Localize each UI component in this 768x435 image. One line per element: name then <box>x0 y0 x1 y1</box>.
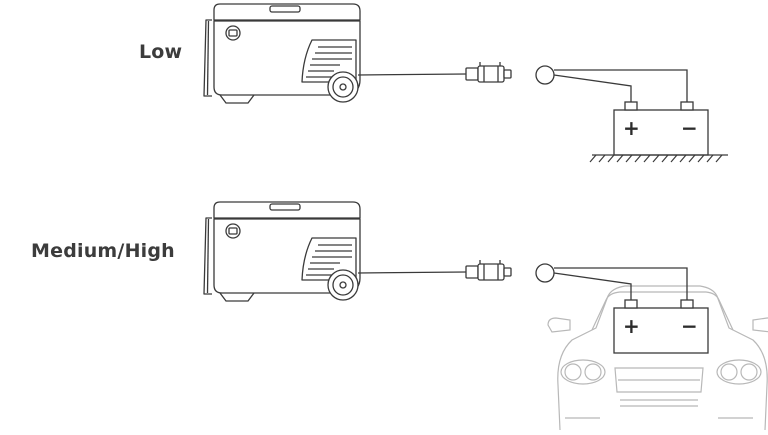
ground-icon <box>589 154 728 163</box>
positive-wire <box>553 272 632 300</box>
car-icon <box>547 285 768 431</box>
low-scenario: + − <box>203 3 728 163</box>
setting-low-label: Low <box>139 41 183 63</box>
battery-positive-sign: + <box>623 314 640 338</box>
setting-medium-high-label: Medium/High <box>31 240 175 262</box>
battery-positive-sign: + <box>623 116 640 140</box>
battery-negative-sign: − <box>681 116 698 140</box>
negative-wire <box>554 267 688 300</box>
positive-wire <box>553 74 632 102</box>
battery-negative-sign: − <box>681 314 698 338</box>
cooler-icon <box>203 3 512 104</box>
medium-high-scenario: + − <box>203 201 768 431</box>
socket-icon <box>535 65 555 85</box>
negative-wire <box>554 69 688 102</box>
cooler-icon <box>203 201 512 302</box>
socket-icon <box>535 263 555 283</box>
